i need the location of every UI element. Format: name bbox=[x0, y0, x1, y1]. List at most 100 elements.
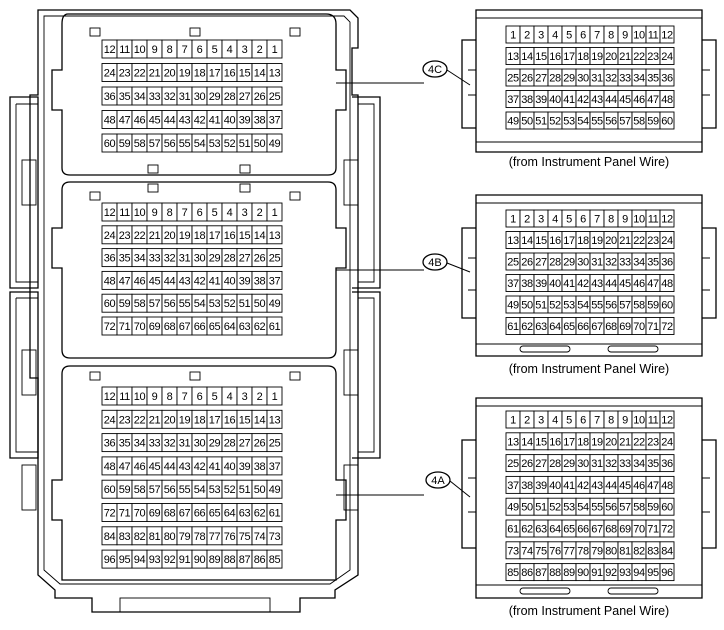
jb-4a-pin-number: 10 bbox=[134, 391, 146, 403]
jb-4a-pin-number: 7 bbox=[182, 391, 188, 403]
connector-4c-pin-number: 57 bbox=[619, 116, 631, 128]
jb-4c-pin-number: 54 bbox=[194, 138, 206, 150]
connector-4c-pin-number: 36 bbox=[661, 73, 673, 85]
jb-4c-pin-cell bbox=[266, 39, 283, 59]
connector-4b-pin-number: 56 bbox=[605, 300, 617, 312]
jb-4b-pin-number: 32 bbox=[164, 253, 176, 265]
connector-4a-pin-number: 34 bbox=[633, 458, 645, 470]
jb-4b-pin-number: 27 bbox=[239, 253, 251, 265]
jb-4a-pin-number: 63 bbox=[239, 508, 251, 520]
connector-4b-pin-number: 5 bbox=[566, 214, 572, 226]
connector-4b-pin-number: 60 bbox=[661, 300, 673, 312]
jb-4b-pin-number: 26 bbox=[254, 253, 266, 265]
connector-4c-pin-number: 56 bbox=[605, 116, 617, 128]
junction-connector-4a-housing bbox=[51, 365, 347, 581]
jb-4b-pin-number: 25 bbox=[269, 253, 281, 265]
connector-4a-pin-number: 93 bbox=[619, 567, 631, 579]
jb-4a-pin-number: 15 bbox=[239, 414, 251, 426]
jb-4a-pin-number: 56 bbox=[164, 484, 176, 496]
jb-4a-pin-number: 46 bbox=[134, 461, 146, 473]
connector-4b-pin-number: 66 bbox=[577, 321, 589, 333]
connector-4c-pin-number: 4 bbox=[552, 30, 558, 42]
jb-4a-pin-number: 17 bbox=[209, 414, 221, 426]
connector-4c-pin-number: 49 bbox=[507, 116, 519, 128]
jb-4b-pin-number: 18 bbox=[194, 230, 206, 242]
jb-4b-pin-number: 53 bbox=[209, 298, 221, 310]
connector-4b-pin-number: 57 bbox=[619, 300, 631, 312]
jb-4b-pin-number: 54 bbox=[194, 298, 206, 310]
jb-4a-pin-number: 43 bbox=[179, 461, 191, 473]
connector-4b-pin-number: 7 bbox=[594, 214, 600, 226]
connector-4b-pin-number: 47 bbox=[647, 278, 659, 290]
jb-4b-pin-cell bbox=[266, 248, 283, 268]
jb-4b-pin-number: 63 bbox=[239, 321, 251, 333]
jb-4a-pin-number: 13 bbox=[269, 414, 281, 426]
connector-4b-pin-number: 3 bbox=[538, 214, 544, 226]
junction-connector-4b-housing bbox=[51, 181, 347, 359]
jb-4a-pin-number: 9 bbox=[152, 391, 158, 403]
jb-4b-pin-number: 16 bbox=[224, 230, 236, 242]
connector-4a-pin-cell bbox=[659, 497, 675, 516]
jb-4b-pin-cell bbox=[266, 202, 283, 222]
connector-4a-pin-cell bbox=[659, 541, 675, 560]
jb-4a-pin-number: 31 bbox=[179, 438, 191, 450]
connector-4b-pin-cell bbox=[659, 317, 675, 335]
jb-4c-pin-number: 22 bbox=[134, 68, 146, 80]
jb-4a-pin-number: 55 bbox=[179, 484, 191, 496]
jb-4c-pin-number: 38 bbox=[254, 115, 266, 127]
connector-4b-pin-number: 49 bbox=[507, 300, 519, 312]
connector-4c-pin-number: 53 bbox=[563, 116, 575, 128]
connector-4b-pin-number: 51 bbox=[535, 300, 547, 312]
jb-4c-pin-number: 47 bbox=[119, 115, 131, 127]
connector-4a-pin-number: 11 bbox=[648, 415, 659, 427]
connector-4a-pin-number: 18 bbox=[577, 436, 589, 448]
connector-4c-pin-number: 12 bbox=[661, 30, 673, 42]
jb-4c-pin-number: 25 bbox=[269, 91, 281, 103]
jb-4a-pin-number: 33 bbox=[149, 438, 161, 450]
jb-4a-pin-number: 4 bbox=[227, 391, 233, 403]
connector-4b-pin-number: 4 bbox=[552, 214, 558, 226]
connector-4a-pin-number: 45 bbox=[619, 480, 631, 492]
jb-4a-pin-number: 22 bbox=[134, 414, 146, 426]
jb-4c-pin-number: 49 bbox=[269, 138, 281, 150]
connector-4b-pin-number: 59 bbox=[647, 300, 659, 312]
connector-4a-pin-number: 91 bbox=[591, 567, 603, 579]
connector-4b-pin-number: 17 bbox=[563, 235, 575, 247]
jb-4a-pin-number: 68 bbox=[164, 508, 176, 520]
connector-4c-pin-number: 2 bbox=[524, 30, 530, 42]
jb-4c-pin-number: 26 bbox=[254, 91, 266, 103]
connector-4a-caption: (from Instrument Panel Wire) bbox=[509, 604, 669, 618]
jb-4b-pin-number: 13 bbox=[269, 230, 281, 242]
connector-4a-pin-number: 59 bbox=[647, 502, 659, 514]
connector-4b-pin-number: 19 bbox=[591, 235, 603, 247]
connector-4b-pin-number: 39 bbox=[535, 278, 547, 290]
jb-4a-pin-number: 80 bbox=[164, 531, 176, 543]
jb-4b-pin-number: 14 bbox=[254, 230, 266, 242]
jb-4a-pin-number: 72 bbox=[104, 508, 116, 520]
jb-4c-pin-number: 23 bbox=[119, 68, 131, 80]
connector-4b-pin-number: 43 bbox=[591, 278, 603, 290]
jb-4b-pin-number: 40 bbox=[224, 275, 236, 287]
connector-4b-pin-number: 6 bbox=[580, 214, 586, 226]
jb-4a-pin-number: 82 bbox=[134, 531, 146, 543]
jb-4a-pin-number: 38 bbox=[254, 461, 266, 473]
jb-4b-pin-number: 50 bbox=[254, 298, 266, 310]
connector-4c-housing bbox=[461, 9, 717, 153]
connector-4a-pin-number: 35 bbox=[647, 458, 659, 470]
jb-4a-pin-number: 23 bbox=[119, 414, 131, 426]
jb-4b-pin-number: 21 bbox=[149, 230, 161, 242]
jb-4b-pin-number: 23 bbox=[119, 230, 131, 242]
jb-4c-pin-number: 43 bbox=[179, 115, 191, 127]
connector-4b-pin-cell bbox=[659, 274, 675, 292]
jb-4a-pin-number: 77 bbox=[209, 531, 221, 543]
connector-4b-pin-number: 13 bbox=[507, 235, 519, 247]
connector-4a-pin-number: 14 bbox=[521, 436, 533, 448]
jb-4a-pin-number: 90 bbox=[194, 554, 206, 566]
jb-4b-pin-number: 29 bbox=[209, 253, 221, 265]
jb-4b-pin-number: 1 bbox=[272, 207, 278, 219]
connector-4c-pin-number: 15 bbox=[535, 51, 547, 63]
jb-4a-pin-cell bbox=[266, 456, 283, 476]
connector-4a-pin-number: 38 bbox=[521, 480, 533, 492]
jb-4b-pin-number: 67 bbox=[179, 321, 191, 333]
connector-4a-pin-number: 94 bbox=[633, 567, 645, 579]
